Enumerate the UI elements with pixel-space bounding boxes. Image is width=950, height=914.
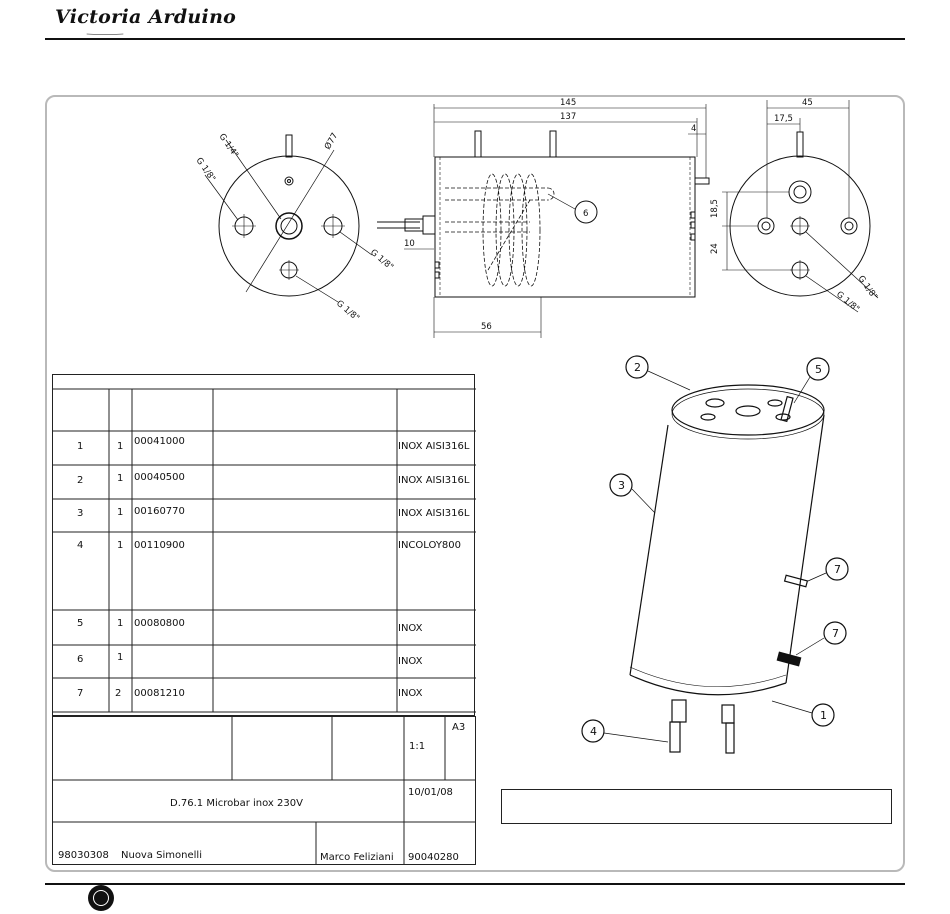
part-1-material: INOX AISI316L [398, 441, 470, 452]
iso-balloon-7b: 7 [832, 627, 839, 640]
part-3-code: 00160770 [134, 506, 185, 517]
iso-balloon-7a: 7 [834, 563, 841, 576]
isometric-view: 2 5 3 7 7 1 4 [581, 355, 849, 754]
front-label-g18-bottom: G 1/8" [334, 299, 361, 324]
seal-icon [88, 885, 114, 911]
drawing-description: D.76.1 Microbar inox 230V [170, 798, 303, 809]
part-5-material: INOX [398, 623, 423, 634]
part-2-pos: 2 [77, 475, 84, 486]
part-5-pos: 5 [77, 618, 84, 629]
balloon-6-label: 6 [583, 209, 588, 219]
part-7-material: INOX [398, 688, 423, 699]
brand-logo: Victoria Arduino [55, 6, 237, 28]
part-6-pos: 6 [77, 654, 84, 665]
part-6-material: INOX [398, 656, 423, 667]
part-4-pos: 4 [77, 540, 84, 551]
dim-17-5: 17,5 [774, 114, 793, 124]
drawing-frame [45, 95, 905, 872]
part-4-qty: 1 [117, 540, 124, 551]
front-label-d77: Ø77 [322, 131, 340, 152]
iso-balloon-2: 2 [634, 361, 641, 374]
right-label-g18-b: G 1/8" [834, 290, 861, 315]
part-1-qty: 1 [117, 441, 124, 452]
part-3-pos: 3 [77, 508, 84, 519]
logo-swash [86, 33, 124, 35]
footer-rule [45, 883, 905, 885]
part-7-code: 00081210 [134, 688, 185, 699]
part-7-qty: 2 [115, 688, 122, 699]
dim-137: 137 [560, 112, 576, 122]
parts-list-table [52, 374, 476, 716]
title-block [52, 716, 476, 865]
technical-drawing: G 1/4" G 1/8" G 1/8" G 1/8" Ø77 145 137 … [194, 98, 880, 338]
part-5-code: 00080800 [134, 618, 185, 629]
parts-grid [53, 388, 476, 713]
date-label: 10/01/08 [408, 787, 453, 798]
part-1-pos: 1 [77, 441, 84, 452]
front-view-circle [218, 155, 360, 297]
part-1-code: 00041000 [134, 436, 185, 447]
part-4-material: INCOLOY800 [398, 540, 462, 551]
side-view-body [434, 156, 696, 298]
part-3-material: INOX AISI316L [398, 508, 470, 519]
part-2-material: INOX AISI316L [398, 475, 470, 486]
dim-4: 4 [691, 124, 696, 134]
part-5-qty: 1 [117, 618, 124, 629]
company-name: Nuova Simonelli [121, 850, 202, 861]
part-2-code: 00040500 [134, 472, 185, 483]
part-4-code: 00110900 [134, 540, 185, 551]
iso-balloon-5: 5 [815, 363, 822, 376]
note-box [501, 789, 892, 824]
dim-56: 56 [481, 322, 492, 332]
iso-balloon-3: 3 [618, 479, 625, 492]
right-label-g18-a: G 1/8" [856, 274, 880, 302]
scale-label: 1:1 [409, 741, 426, 752]
drawing-number: 90040280 [408, 852, 459, 863]
dim-18-5: 18,5 [710, 199, 720, 218]
iso-balloon-1: 1 [820, 709, 827, 722]
author-name: Marco Feliziani [320, 852, 394, 863]
dim-10: 10 [404, 239, 415, 249]
front-label-g18-left: G 1/8" [194, 156, 218, 184]
part-7-pos: 7 [77, 688, 84, 699]
iso-balloon-4: 4 [590, 725, 597, 738]
front-pipe [285, 134, 293, 158]
part-6-qty: 1 [117, 652, 124, 663]
header-rule [45, 38, 905, 40]
front-label-g14: G 1/4" [217, 132, 241, 160]
dim-24: 24 [710, 243, 720, 254]
part-3-qty: 1 [117, 507, 124, 518]
dim-45: 45 [802, 98, 813, 108]
doc-number: 98030308 [58, 850, 109, 861]
format-label: A3 [452, 722, 466, 733]
part-2-qty: 1 [117, 473, 124, 484]
dim-145: 145 [560, 98, 576, 108]
front-label-g18-right: G 1/8" [368, 248, 395, 273]
